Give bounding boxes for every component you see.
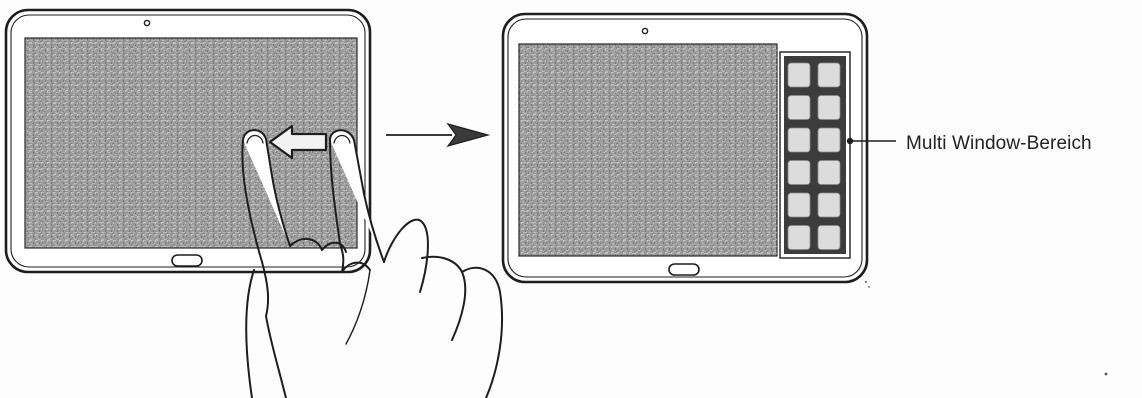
app-tile-icon[interactable] [787,127,811,153]
multi-window-area-label: Multi Window-Bereich [906,133,1092,154]
app-tile-icon[interactable] [817,160,841,185]
app-tile-icon[interactable] [817,192,841,218]
multi-window-app-tiles [787,62,841,250]
scan-specks [865,281,1108,376]
app-tile-icon[interactable] [787,95,811,120]
tablet-left-inner-frame [10,14,366,268]
tablet-right [501,12,869,284]
app-tile-icon[interactable] [787,160,811,185]
hand-icon [241,129,503,398]
app-tile-icon[interactable] [787,62,811,88]
home-button-icon [171,254,203,267]
app-tile-icon[interactable] [817,225,841,250]
multi-window-panel [779,51,851,259]
camera-icon [641,27,649,35]
home-button-icon [668,263,700,276]
app-tile-icon[interactable] [817,95,841,120]
multi-window-panel-body [784,56,846,254]
app-tile-icon[interactable] [817,62,841,88]
callout-leader [846,137,896,145]
app-tile-icon[interactable] [787,192,811,218]
tablet-right-inner-frame [507,18,863,278]
arrow-right-icon [386,122,491,148]
arrow-left-icon [268,124,328,160]
app-tile-icon[interactable] [787,225,811,250]
camera-icon [143,19,151,27]
app-tile-icon[interactable] [817,127,841,153]
